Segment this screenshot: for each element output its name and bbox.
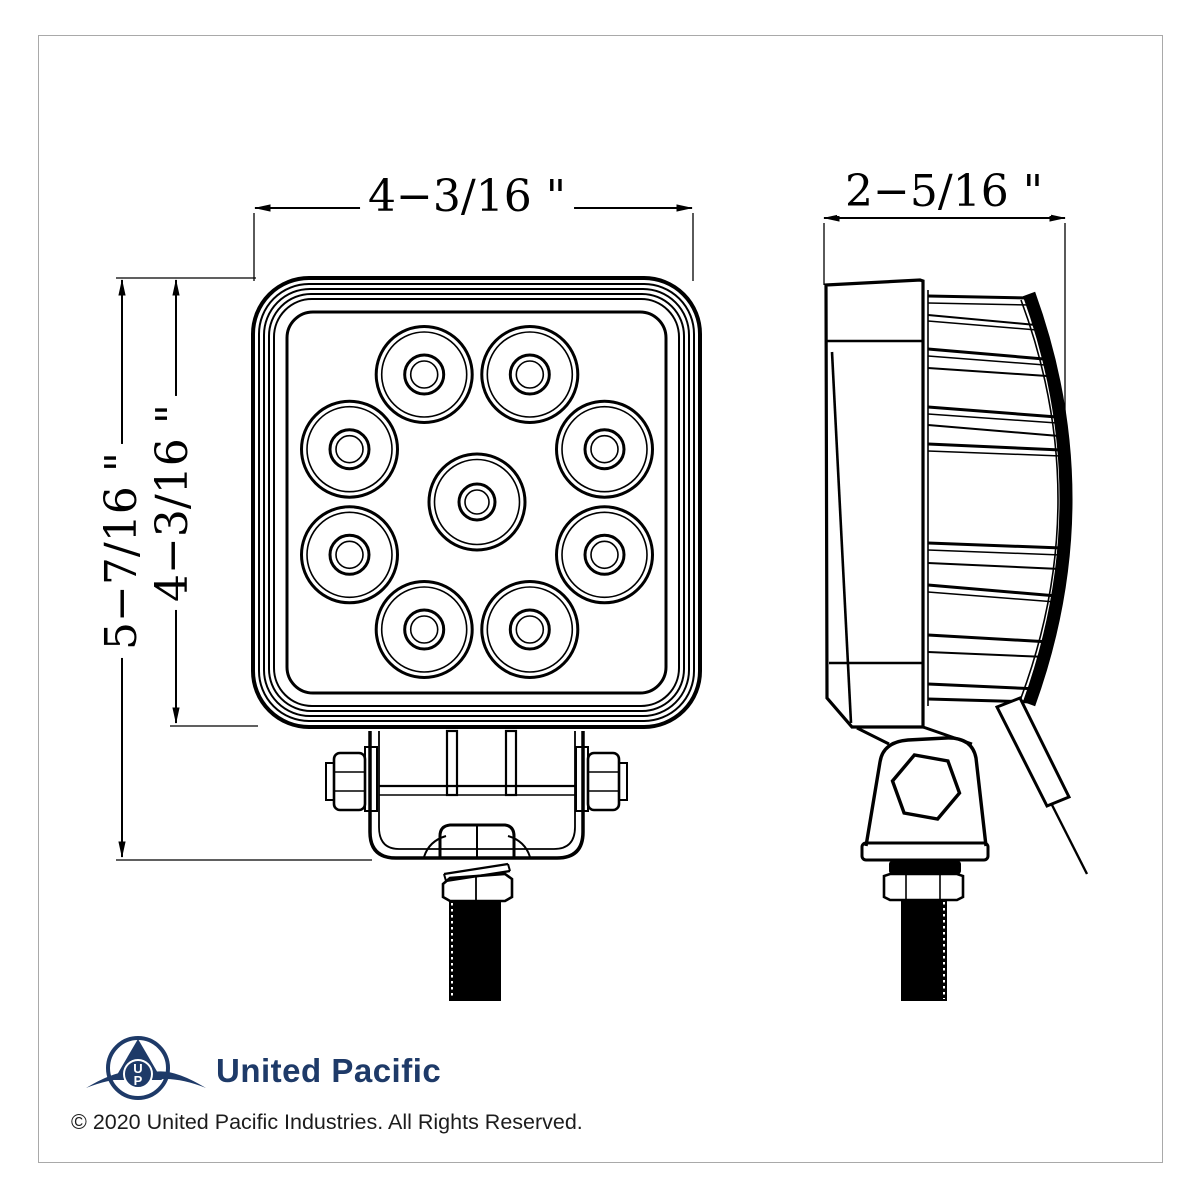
logo-monogram-u: U <box>133 1061 142 1076</box>
led <box>555 505 654 605</box>
pivot-bolt-hex <box>890 753 962 821</box>
side-mounting-bracket <box>856 725 990 862</box>
front-mounting-stud <box>441 862 514 1001</box>
front-view <box>251 276 702 1001</box>
bracket-side-bolt-right <box>575 746 628 812</box>
front-housing-bezel <box>251 276 702 729</box>
side-mounting-stud <box>882 861 965 1001</box>
dim-label-overall-height: 5−7/16 " <box>96 444 147 658</box>
side-view <box>824 278 1089 1001</box>
side-housing <box>824 278 929 729</box>
copyright-text: © 2020 United Pacific Industries. All Ri… <box>71 1110 583 1134</box>
side-nut <box>882 872 965 902</box>
dim-label-housing-height: 4−3/16 " <box>147 396 198 610</box>
side-washer <box>889 861 961 874</box>
wire-lead <box>994 696 1089 875</box>
led <box>374 580 474 679</box>
led <box>374 325 474 424</box>
heat-sink-fins <box>927 294 1063 704</box>
heat-sink-back-edge <box>1022 291 1073 707</box>
led <box>480 580 580 679</box>
dim-label-front-width: 4−3/16 " <box>360 173 574 221</box>
bracket-center-bolt <box>423 823 531 858</box>
led <box>300 399 399 499</box>
front-nut <box>441 872 514 903</box>
united-pacific-logo-icon: U P <box>86 1036 206 1100</box>
dim-label-side-depth: 2−5/16 " <box>837 168 1051 216</box>
bracket-side-bolt-left <box>325 746 378 812</box>
brand-name: United Pacific <box>216 1052 442 1089</box>
heat-sink-back-inner-line <box>1020 299 1059 699</box>
front-mounting-bracket <box>325 729 628 860</box>
led-center <box>427 452 527 552</box>
led-array <box>300 325 654 679</box>
logo-monogram-p: P <box>134 1073 143 1088</box>
led <box>480 325 580 424</box>
led <box>555 399 654 499</box>
dim-side-depth <box>823 214 1066 468</box>
page-border <box>38 35 1163 1163</box>
led <box>300 505 399 605</box>
